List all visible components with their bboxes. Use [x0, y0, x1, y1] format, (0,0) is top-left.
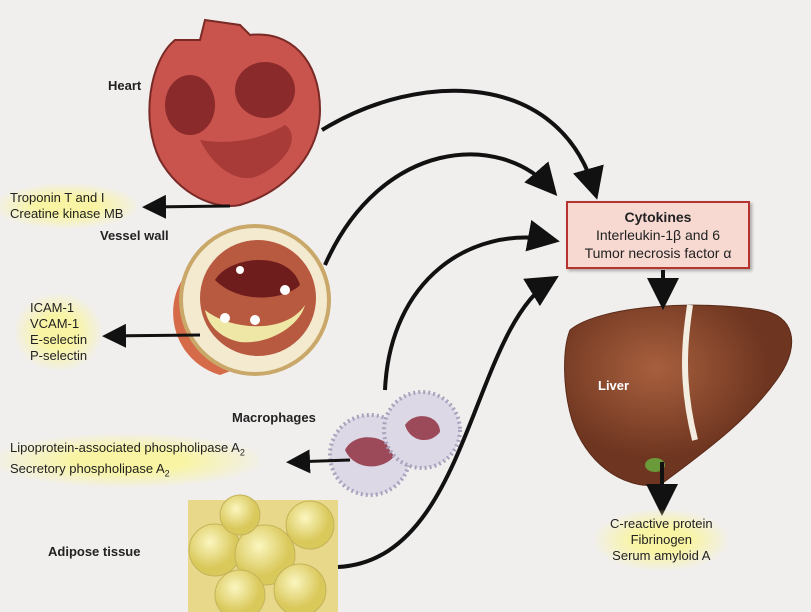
marker-troponin: Troponin T and I — [10, 190, 105, 205]
adipose-label: Adipose tissue — [48, 544, 141, 559]
macrophages-label: Macrophages — [232, 410, 316, 425]
marker-fibrinogen: Fibrinogen — [630, 532, 693, 547]
cytokines-title: Cytokines — [624, 209, 692, 225]
liver-markers: C-reactive protein Fibrinogen Serum amyl… — [596, 510, 727, 570]
macrophages-illustration — [328, 390, 462, 497]
marker-ck-mb: Creatine kinase MB — [10, 206, 124, 221]
arrow-macrophages-to-markers — [286, 449, 351, 474]
arrow-heart-to-markers — [142, 194, 231, 219]
liver-label: Liver — [598, 378, 630, 393]
liver-illustration — [564, 304, 793, 487]
adipose-illustration — [188, 494, 338, 612]
cytokines-box: Cytokines Interleukin-1β and 6 Tumor nec… — [566, 201, 750, 269]
marker-p-selectin: P-selectin — [30, 348, 88, 363]
marker-e-selectin: E-selectin — [30, 332, 88, 347]
marker-s-pla2: Secretory phospholipase A2 — [10, 460, 170, 479]
vessel-wall-label: Vessel wall — [100, 228, 169, 243]
arrow-vessel-to-cytokines — [323, 152, 558, 266]
arrow-adipose-to-cytokines — [337, 275, 559, 569]
marker-icam1: ICAM-1 — [30, 300, 75, 315]
vessel-markers: ICAM-1 VCAM-1 E-selectin P-selectin — [16, 294, 102, 370]
macrophage-markers: Lipoprotein-associated phospholipase A2 … — [0, 434, 259, 488]
arrow-vessel-to-markers — [102, 323, 201, 348]
marker-crp: C-reactive protein — [610, 516, 713, 531]
arrow-macrophages-to-cytokines — [383, 219, 560, 391]
marker-lp-pla2: Lipoprotein-associated phospholipase A2 — [10, 440, 245, 458]
heart-label: Heart — [108, 78, 142, 93]
cytokine-il: Interleukin-1β and 6 — [595, 227, 721, 243]
marker-saa: Serum amyloid A — [612, 548, 711, 563]
vessel-wall-illustration — [173, 224, 331, 376]
cytokine-tnf: Tumor necrosis factor α — [584, 245, 732, 261]
heart-markers: Troponin T and I Creatine kinase MB — [0, 184, 138, 228]
marker-vcam1: VCAM-1 — [30, 316, 80, 331]
arrow-heart-to-cytokines — [320, 88, 604, 200]
heart-illustration — [148, 18, 322, 207]
